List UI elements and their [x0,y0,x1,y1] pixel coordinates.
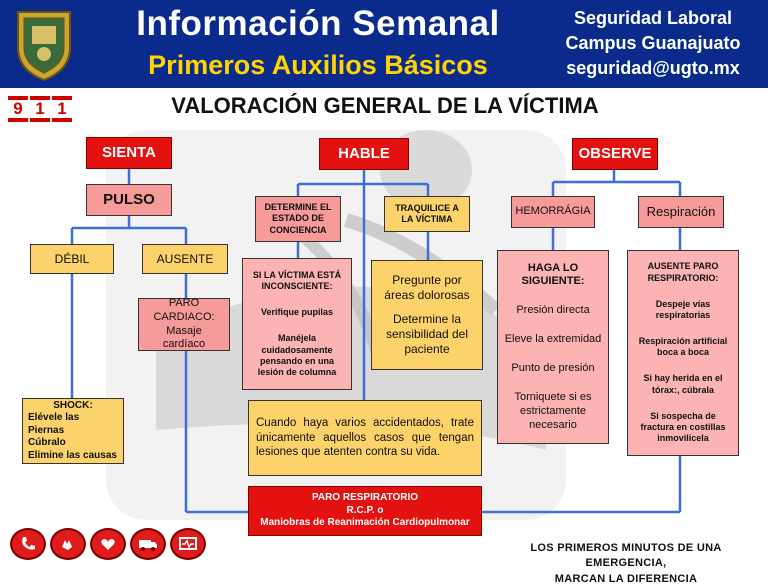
node-haga: HAGA LO SIGUIENTE: Presión directa Eleve… [497,250,609,444]
shock-line: Elévele las Piernas [28,412,80,436]
node-shock: SHOCK: Elévele las Piernas Cúbralo Elimi… [22,398,124,464]
footer-message: LOS PRIMEROS MINUTOS DE UNA EMERGENCIA, … [490,541,762,587]
node-pregunte: Pregunte por áreas dolorosas Determine l… [371,260,483,370]
header-title: Información Semanal [136,4,500,43]
logo-digit: 1 [30,96,50,122]
paro-respiratorio-line: Maniobras de Reanimación Cardiopulmonar [260,517,470,529]
shock-line: Elimine las causas [28,449,117,461]
icon-row [10,528,206,562]
paro-respiratorio-line: PARO RESPIRATORIO [311,492,419,504]
header-bar [0,0,768,88]
paro-cardiaco-line: CARDIACO: [153,310,215,323]
shock-line: Cúbralo [28,437,66,449]
paro-cardiaco-line: PARO [168,297,200,309]
traquilice-line: TRAQUILICE A [395,202,459,213]
node-ausente-paro: AUSENTE PARO RESPIRATORIO: Despeje vías … [627,250,739,456]
node-respiracion: Respiración [638,196,724,228]
node-paro-cardiaco: PARO CARDIACO: Masaje cardíaco [138,297,230,351]
logo-digit: 9 [8,96,28,122]
determine-line: CONCIENCIA [269,224,327,235]
node-ausente: AUSENTE [142,244,228,274]
page-title: VALORACIÓN GENERAL DE LA VÍCTIMA [171,93,599,118]
shock-heading: SHOCK: [53,399,93,411]
crest-icon [12,8,76,82]
node-paro-respiratorio: PARO RESPIRATORIO R.C.P. o Maniobras de … [248,486,482,536]
ausente-paro-line: Despeje vías respiratorias [655,298,711,321]
haga-line: Presión directa [516,304,590,317]
hands-icon [50,528,86,560]
node-inconsciente: SI LA VÍCTIMA ESTÁ INCONSCIENTE: Verifiq… [242,258,352,390]
inconsciente-heading: SI LA VÍCTIMA ESTÁ INCONSCIENTE: [252,269,342,291]
accidentados-text: Cuando haya varios accidentados, trate ú… [256,417,474,459]
haga-line: Torniquete si es estrictamente necesario [514,391,592,431]
haga-line: Eleve la extremidad [504,333,602,346]
phone-icon [10,528,46,560]
inconsciente-line: Manéjela cuidadosamente pensando en una … [257,333,337,378]
node-hemorragia: HEMORRÁGIA [511,196,595,228]
header-subtitle: Primeros Auxilios Básicos [148,50,488,80]
paro-respiratorio-line: R.C.P. o [346,504,384,516]
haga-heading: HAGA LO SIGUIENTE: [521,261,585,288]
haga-line: Punto de presión [511,362,595,375]
node-sienta: SIENTA [86,137,172,169]
ausente-paro-line: Si hay herida en el tórax:, cúbrala [643,373,723,395]
monitor-icon [170,528,206,560]
pregunte-line: Pregunte por áreas dolorosas [384,273,470,302]
header-campus: Campus Guanajuato [565,33,741,53]
node-observe: OBSERVE [572,138,658,170]
header-email[interactable]: seguridad@ugto.mx [566,58,740,78]
node-pulso: PULSO [86,184,172,216]
pregunte-line: Determine la sensibilidad del paciente [385,312,469,356]
inconsciente-line: Verifique pupilas [260,307,334,318]
node-accidentados: Cuando haya varios accidentados, trate ú… [248,400,482,476]
footer-line: MARCAN LA DIFERENCIA [554,572,698,585]
heart-icon [90,528,126,560]
ausente-paro-line: Si sospecha de fractura en costillas inm… [640,410,726,444]
footer-line: LOS PRIMEROS MINUTOS DE UNA EMERGENCIA, [530,542,722,570]
determine-line: DETERMINE EL [264,202,332,213]
ambulance-icon [130,528,166,560]
header-dept: Seguridad Laboral [573,8,733,28]
logo-digit: 1 [52,96,72,122]
node-traquilice: TRAQUILICE A LA VÍCTIMA [384,196,470,232]
node-hable: HABLE [319,138,409,170]
ausente-paro-line: Respiración artificial boca a boca [638,336,728,358]
node-determine: DETERMINE EL ESTADO DE CONCIENCIA [255,196,341,242]
traquilice-line: LA VÍCTIMA [401,214,453,224]
node-debil: DÉBIL [30,244,114,274]
emergency-911-logo: 9 1 1 [8,96,74,122]
determine-line: ESTADO DE [272,213,324,224]
ausente-paro-heading: AUSENTE PARO RESPIRATORIO: [647,261,719,283]
paro-cardiaco-line: Masaje cardíaco [162,324,206,351]
